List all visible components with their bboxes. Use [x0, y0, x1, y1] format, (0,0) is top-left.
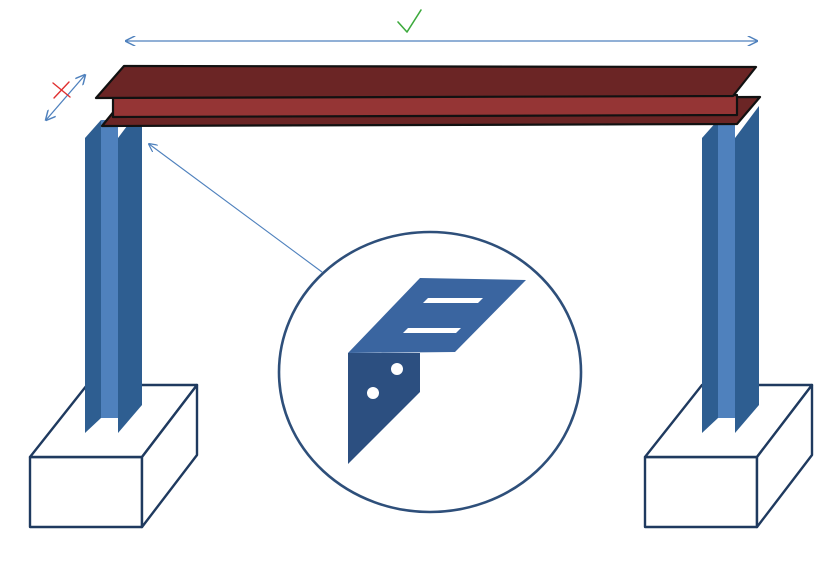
left-column: [85, 106, 142, 433]
slotted-holes: [403, 298, 483, 333]
right-column: [702, 106, 759, 433]
detail-leader-arrow: [149, 144, 323, 273]
bolt-hole: [391, 363, 403, 375]
bolt-holes: [367, 363, 403, 399]
slot-hole: [423, 298, 483, 303]
bracket-top-flange: [348, 278, 526, 353]
i-beam: [94, 64, 762, 128]
slot-hole: [403, 328, 461, 333]
check-mark-icon: [397, 9, 422, 33]
left-footing: [28, 383, 199, 529]
detail-circle: [277, 230, 583, 514]
cross-mark-icon: [52, 81, 71, 99]
bolt-hole: [367, 387, 379, 399]
transverse-direction-arrow: [46, 75, 85, 120]
angle-bracket: [348, 278, 526, 464]
right-footing: [643, 383, 814, 529]
bracket-side-flange: [348, 353, 420, 464]
